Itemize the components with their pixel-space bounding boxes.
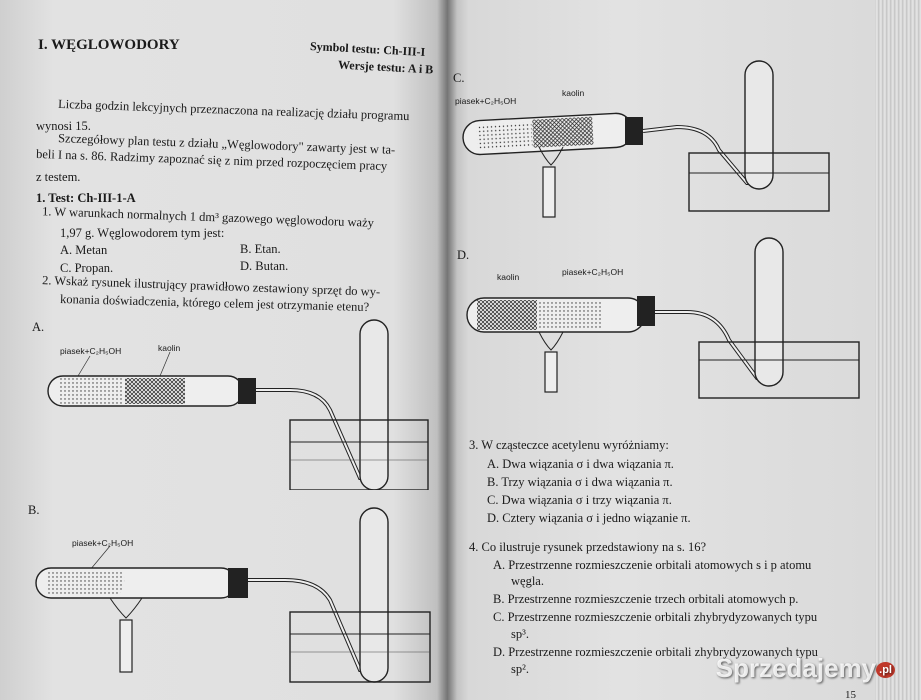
question-1-option-b: B. Etan. xyxy=(240,242,281,256)
figure-a-apparatus xyxy=(47,319,429,490)
figure-c-label: C. xyxy=(453,71,465,85)
figure-b-apparatus xyxy=(35,507,431,683)
chapter-title: I. WĘGLOWODORY xyxy=(38,37,180,53)
figure-d-apparatus xyxy=(466,237,860,399)
page-edges xyxy=(875,0,921,700)
figure-d-sand-label: piasek+C₂H₅OH xyxy=(562,267,624,277)
question-4-option-d-line-1: D. Przestrzenne rozmieszczenie orbitali … xyxy=(493,645,818,659)
question-4-option-a-line-1: A. Przestrzenne rozmieszczenie orbitali … xyxy=(493,558,812,572)
figure-a-label: A. xyxy=(32,320,45,334)
page-number: 15 xyxy=(845,689,856,700)
question-4-option-c-line-1: C. Przestrzenne rozmieszczenie orbitali … xyxy=(493,610,818,624)
figure-a-kaolin-label: kaolin xyxy=(158,343,181,353)
watermark-suffix: .pl xyxy=(876,662,895,679)
question-1-option-c: C. Propan. xyxy=(60,261,114,275)
intro-line-1: Liczba godzin lekcyjnych przeznaczona na… xyxy=(57,96,410,124)
left-page: I. WĘGLOWODORY Symbol testu: Ch-III-I We… xyxy=(0,0,447,700)
question-1-line-2: 1,97 g. Węglowodorem tym jest: xyxy=(60,226,225,240)
question-3-option-c: C. Dwa wiązania σ i trzy wiązania π. xyxy=(487,493,672,507)
question-3-option-d: D. Cztery wiązania σ i jedno wiązanie π. xyxy=(487,511,691,525)
question-4: 4. Co ilustruje rysunek przedstawiony na… xyxy=(469,540,707,554)
right-page: C. piasek+C₂H₅OH kaolin D. kaolin piasek… xyxy=(447,0,875,700)
test-versions: Wersje testu: A i B xyxy=(337,57,434,77)
question-4-option-a-line-2: węgla. xyxy=(511,574,544,588)
figure-b-sand-label: piasek+C₂H₅OH xyxy=(72,538,134,548)
watermark-text: Sprzedajemy xyxy=(715,653,877,683)
question-1-option-d: D. Butan. xyxy=(240,259,289,273)
figure-c-sand-label: piasek+C₂H₅OH xyxy=(455,96,517,106)
intro-line-2: wynosi 15. xyxy=(36,119,91,133)
question-4-option-d-line-2: sp². xyxy=(511,662,529,676)
test-heading: 1. Test: Ch-III-1-A xyxy=(36,191,136,205)
test-symbol: Symbol testu: Ch-III-I xyxy=(309,38,426,60)
question-4-option-c-line-2: sp³. xyxy=(511,627,529,641)
question-3-option-a: A. Dwa wiązania σ i dwa wiązania π. xyxy=(487,457,674,471)
question-4-option-b: B. Przestrzenne rozmieszczenie trzech or… xyxy=(493,592,799,606)
figure-c-kaolin-label: kaolin xyxy=(562,88,585,98)
figure-b-label: B. xyxy=(28,503,40,517)
figure-a-sand-label: piasek+C₂H₅OH xyxy=(60,346,122,356)
question-1-option-a: A. Metan xyxy=(60,243,108,257)
figure-d-label: D. xyxy=(457,248,470,262)
figure-c-apparatus xyxy=(462,60,830,218)
watermark-logo: Sprzedajemy.pl xyxy=(716,653,895,684)
question-3: 3. W cząsteczce acetylenu wyróżniamy: xyxy=(469,438,669,452)
question-3-option-b: B. Trzy wiązania σ i dwa wiązania π. xyxy=(487,475,673,489)
book-gutter xyxy=(437,0,457,700)
intro-line-5: z testem. xyxy=(36,170,81,184)
figure-d-kaolin-label: kaolin xyxy=(497,272,520,282)
